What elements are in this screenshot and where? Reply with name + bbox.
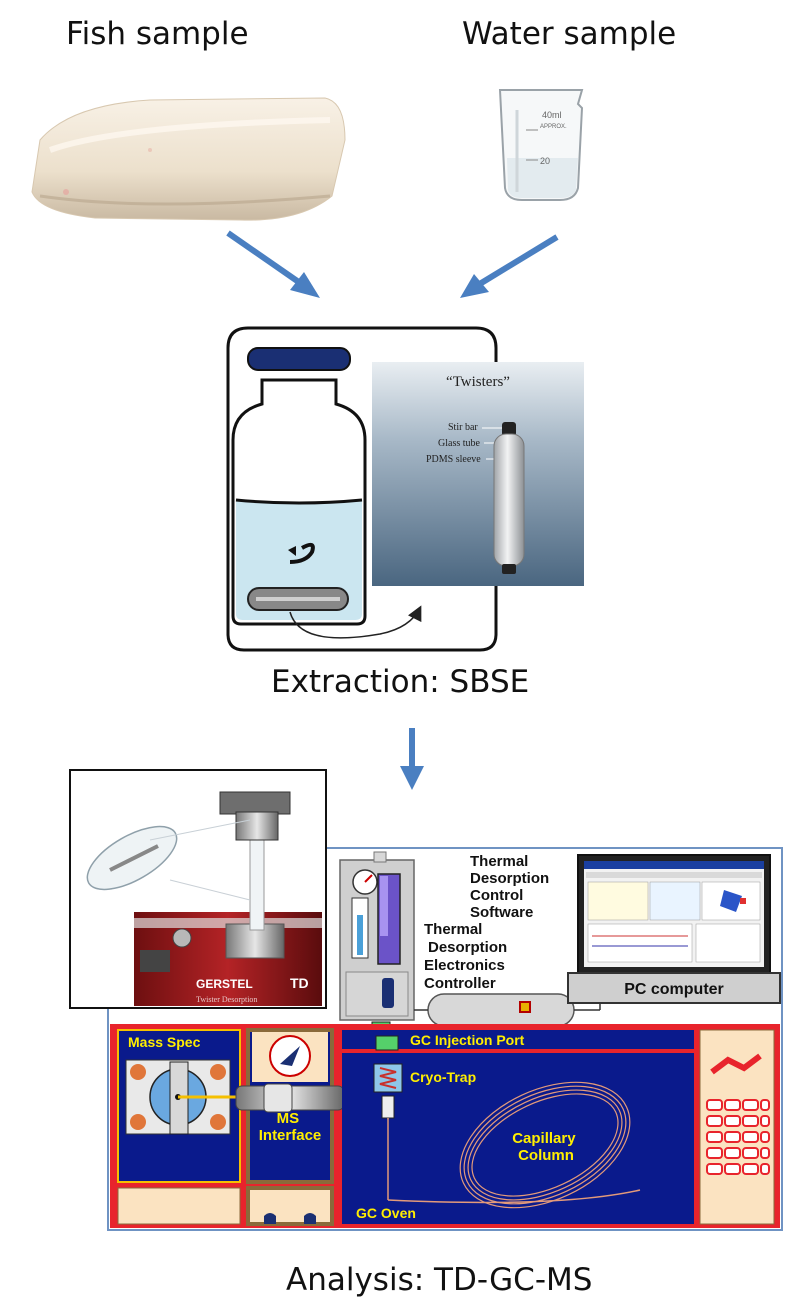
thermal-desorption-unit — [339, 851, 415, 1041]
mass-spec-box: Mass Spec — [117, 1029, 241, 1183]
pc-computer: PC computer — [567, 854, 781, 1004]
pc-computer-label: PC computer — [624, 981, 724, 998]
autosampler-photo: GERSTEL TD Twister Desorption — [69, 769, 327, 1009]
controller-label: Thermal Desorption Electronics Controlle… — [424, 921, 511, 992]
autosampler-brand: GERSTEL — [196, 977, 253, 991]
ms-interface-label: MS Interface — [259, 1110, 322, 1144]
electronics-controller — [414, 993, 601, 1027]
fish-sample-label: Fish sample — [66, 16, 249, 52]
twisters-title: “Twisters” — [446, 374, 510, 390]
arrow-water-to-extraction — [460, 234, 559, 298]
transfer-line — [178, 1083, 370, 1113]
extraction-caption: Extraction: SBSE — [271, 664, 530, 700]
sample-vial — [231, 347, 367, 626]
cryo-trap-label: Cryo-Trap — [410, 1069, 476, 1085]
software-label: Thermal Desorption Control Software — [470, 853, 553, 921]
arrow-extraction-to-analysis — [400, 728, 424, 790]
mass-spec-label: Mass Spec — [128, 1034, 201, 1050]
water-sample-label: Water sample — [462, 16, 677, 52]
beaker-mark-approx: APPROX. — [540, 124, 567, 130]
fish-fillet-image — [31, 97, 346, 221]
label-glass-tube: Glass tube — [438, 438, 481, 449]
arrow-fish-to-extraction — [226, 230, 320, 298]
label-stir-bar: Stir bar — [448, 422, 478, 433]
beaker-mark-40ml: 40ml — [542, 110, 562, 120]
gc-oven-label: GC Oven — [356, 1205, 416, 1221]
analysis-caption: Analysis: TD-GC-MS — [286, 1262, 593, 1298]
injection-port-label: GC Injection Port — [410, 1032, 525, 1048]
twisters-illustration: “Twisters” Stir bar Glass tube PDMS slee… — [372, 362, 584, 586]
capillary-column-label: Capillary Column — [512, 1130, 580, 1164]
gc-control-panel — [699, 1029, 775, 1225]
extraction-panel: “Twisters” Stir bar Glass tube PDMS slee… — [226, 326, 584, 652]
autosampler-badge: TD — [290, 975, 309, 991]
beaker-image: 40ml APPROX. 20 — [498, 89, 584, 201]
autosampler-sub: Twister Desorption — [196, 995, 257, 1004]
mass-spec-base-panel — [117, 1187, 241, 1225]
beaker-mark-20: 20 — [540, 156, 550, 166]
gc-oven: GC Injection Port Cryo-Trap Capillary Co… — [342, 1030, 694, 1224]
label-pdms-sleeve: PDMS sleeve — [426, 454, 481, 465]
ms-interface-base-panel — [246, 1186, 334, 1226]
